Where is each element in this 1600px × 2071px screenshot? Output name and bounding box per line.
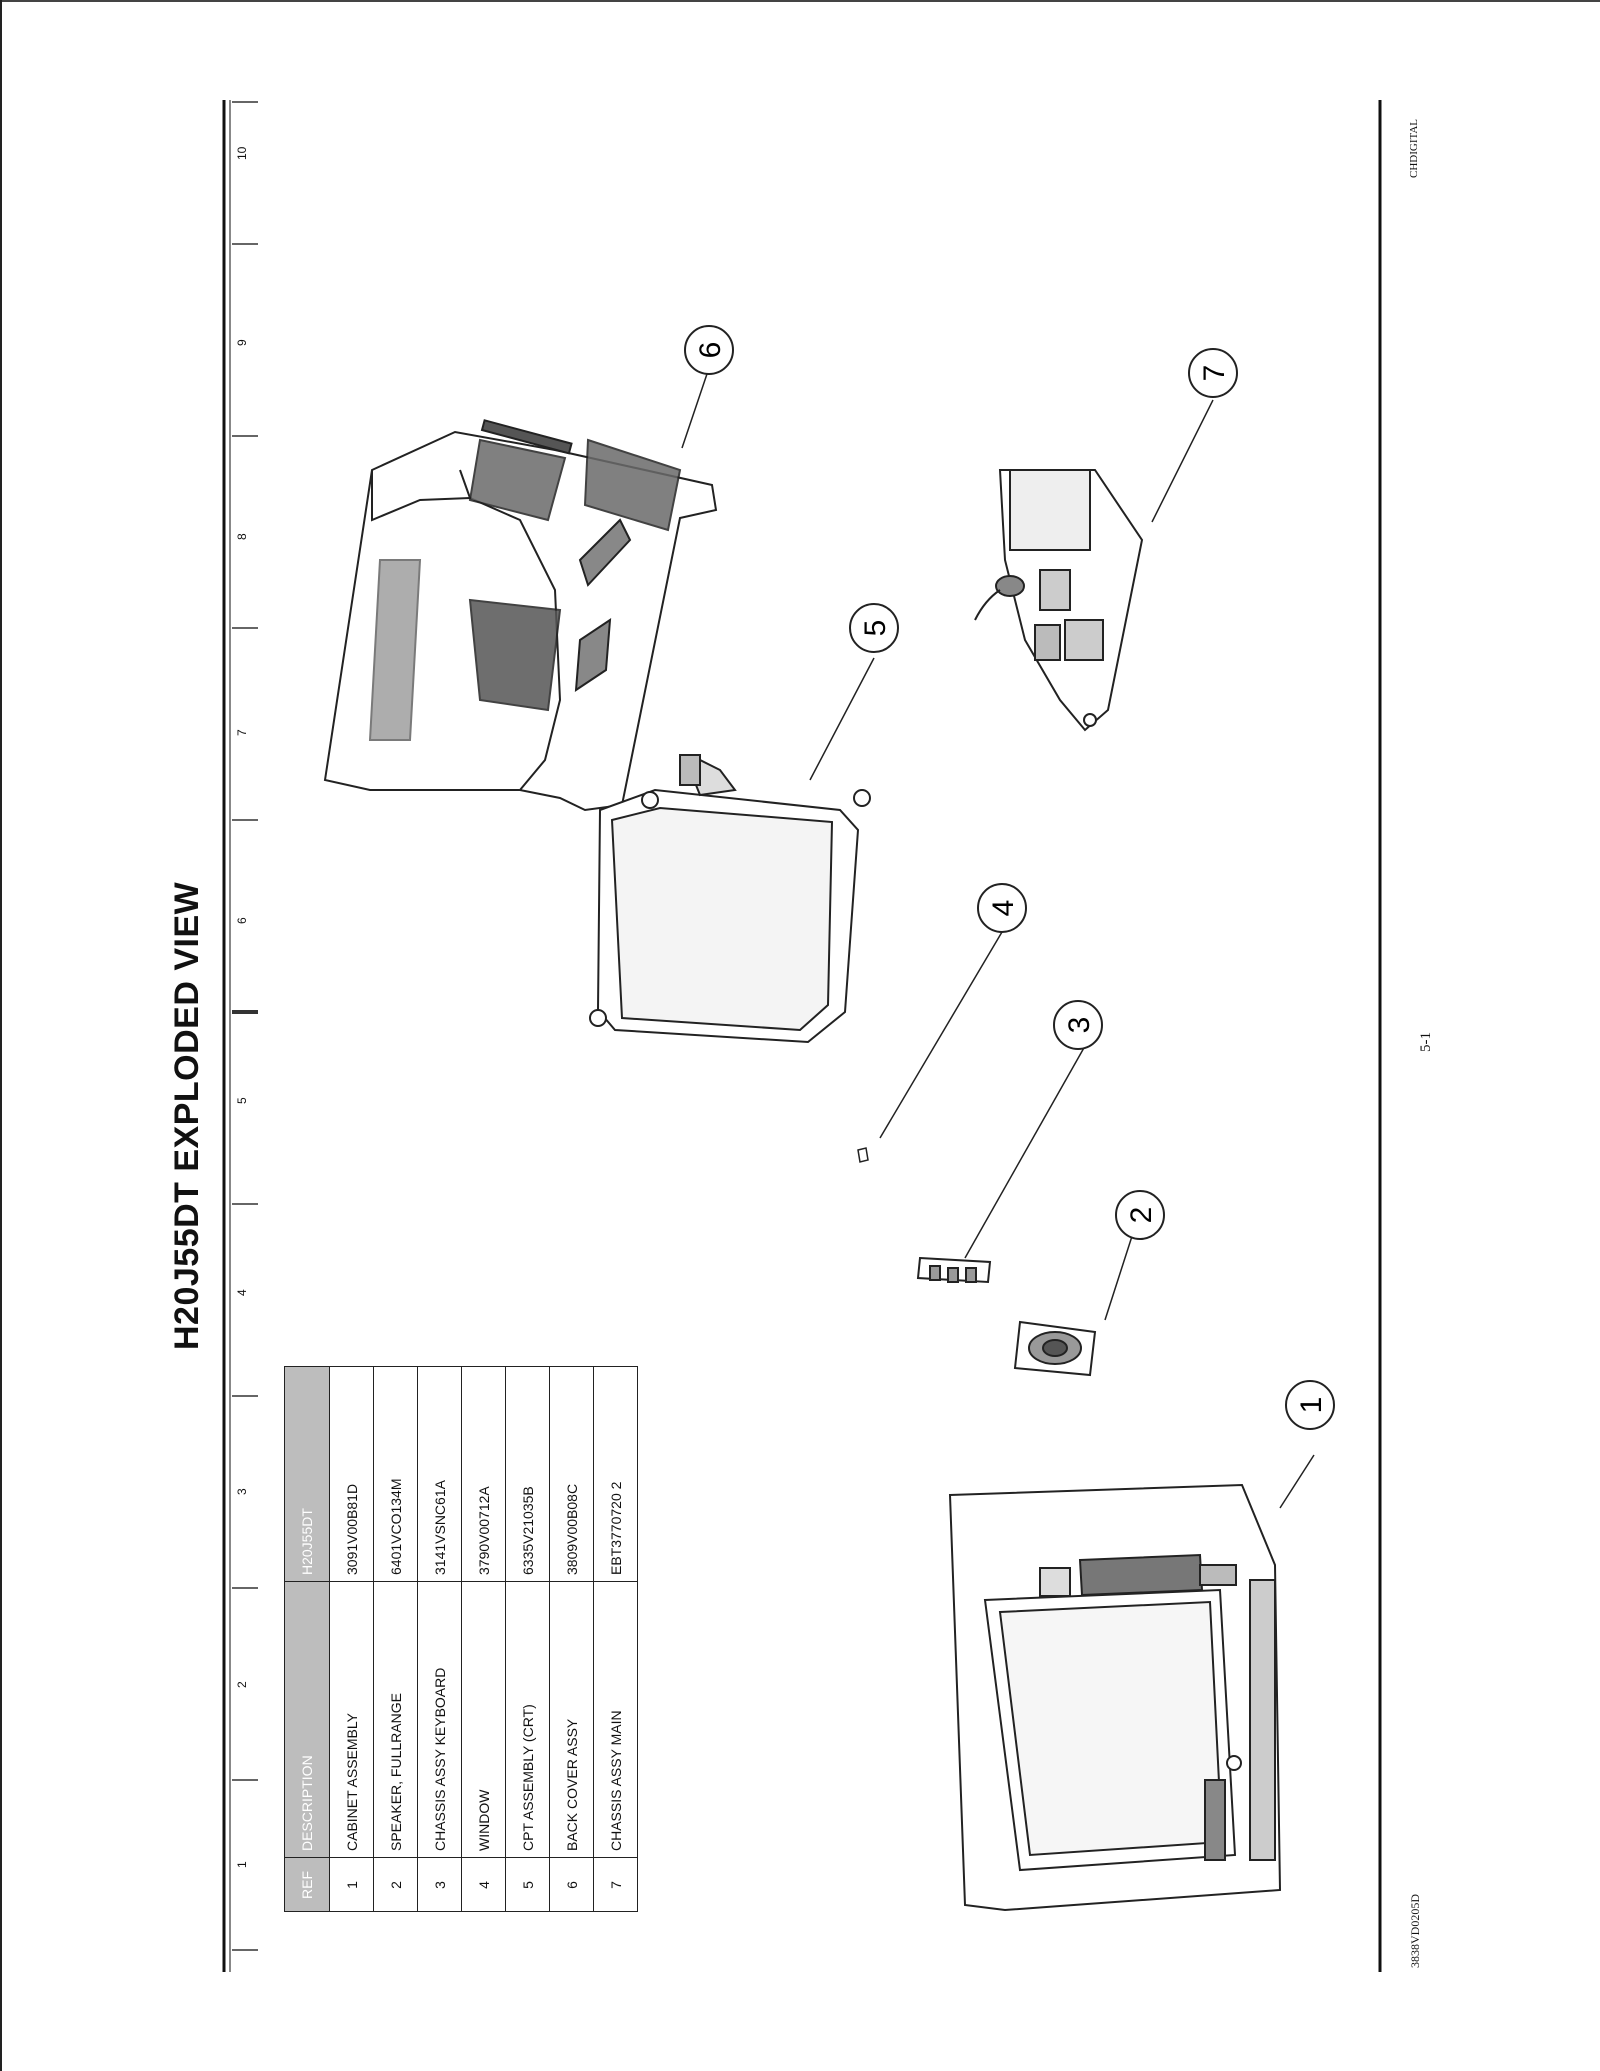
keyboard-chassis-part	[916, 1256, 992, 1284]
callout-1	[1285, 1380, 1335, 1430]
speaker-part	[1013, 1320, 1097, 1377]
callout-3	[1053, 1000, 1103, 1050]
drawing-border	[222, 100, 1382, 1972]
callout-number-7: 7	[1198, 365, 1231, 382]
callout-5	[849, 603, 899, 653]
callout-number-6: 6	[694, 342, 727, 359]
callout-2	[1115, 1190, 1165, 1240]
back-cover-part	[323, 419, 718, 812]
callout-4	[977, 883, 1027, 933]
callout-number-3: 3	[1063, 1017, 1096, 1034]
callout-7	[1188, 348, 1238, 398]
callout-number-4: 4	[987, 900, 1020, 917]
callout-leaders	[681, 367, 1315, 1509]
callout-number-1: 1	[1295, 1397, 1328, 1414]
page-frame-left	[0, 0, 2, 2071]
page-frame-top	[0, 0, 1600, 2]
callout-6	[684, 325, 734, 375]
window-part	[857, 1147, 869, 1163]
crt-part	[589, 754, 871, 1044]
ruler-ticks	[232, 101, 258, 1951]
main-chassis-part	[974, 469, 1144, 732]
callout-number-5: 5	[859, 620, 892, 637]
callout-number-2: 2	[1125, 1207, 1158, 1224]
cabinet-part	[948, 1483, 1282, 1912]
